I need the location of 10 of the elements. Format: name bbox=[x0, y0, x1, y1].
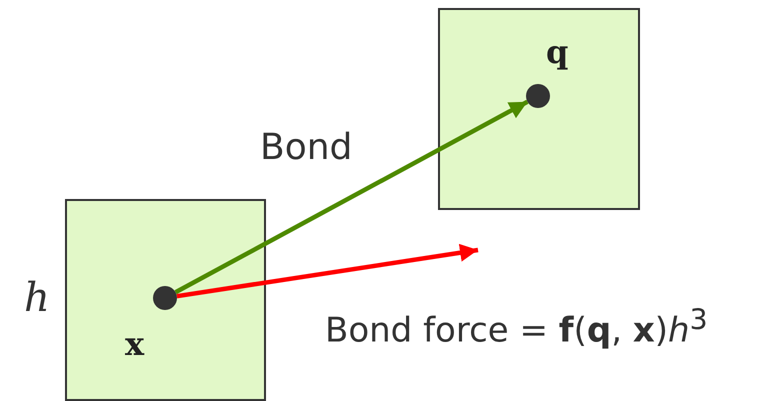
point-dot bbox=[526, 84, 550, 108]
point-dot bbox=[153, 286, 177, 310]
arrow bbox=[176, 244, 478, 298]
point-label: x bbox=[125, 328, 144, 360]
cell-square bbox=[65, 199, 266, 401]
cell-square bbox=[438, 8, 640, 210]
point-label: q bbox=[546, 36, 568, 68]
h-dimension-label: h bbox=[24, 278, 50, 318]
formula-label: Bond force = f(q, x)h$^{3}$ bbox=[325, 306, 708, 348]
arrow bbox=[174, 100, 529, 294]
